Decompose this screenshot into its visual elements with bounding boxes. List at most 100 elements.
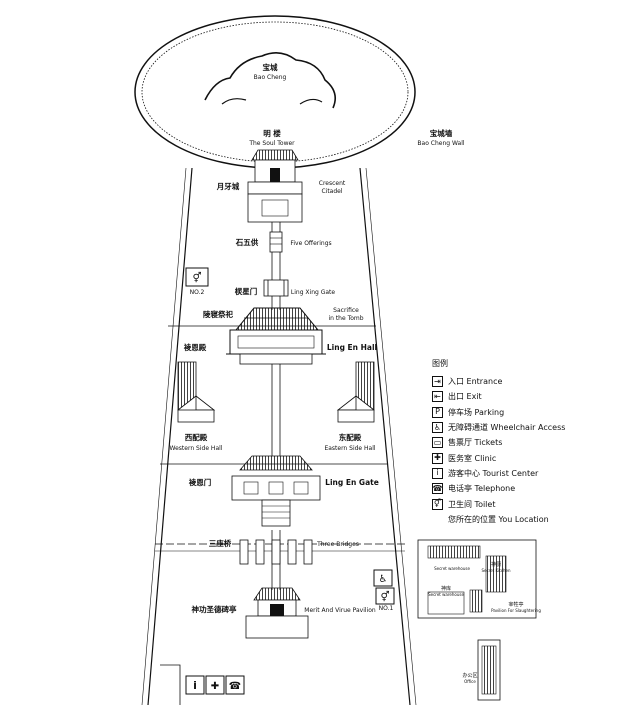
office-label-en: Office bbox=[464, 679, 476, 684]
legend-item-label: 游客中心 Tourist Center bbox=[448, 468, 539, 478]
eastern-side-hall bbox=[336, 361, 375, 423]
auxiliary-compound bbox=[417, 539, 537, 701]
clinic-icon: ✚ bbox=[432, 452, 443, 464]
crescent-label-en-1: Crescent bbox=[319, 180, 346, 187]
legend-item-label: 售票厅 Tickets bbox=[448, 438, 503, 448]
legend-item-label: 您所在的位置 You Location bbox=[448, 514, 549, 524]
bao-cheng-label-en: Bao Cheng bbox=[254, 74, 287, 81]
ling-en-gate bbox=[231, 455, 321, 527]
west-hall-label-cn: 西配殿 bbox=[185, 432, 208, 442]
tickets-icon: ▭ bbox=[432, 437, 443, 449]
sacrifice-label-cn: 陵寝祭祀 bbox=[203, 309, 233, 319]
toilet-icon: ⚥ bbox=[432, 498, 443, 510]
ling-xing-gate-label-en: Ling Xing Gate bbox=[291, 289, 336, 296]
map-labels: 宝城 Bao Cheng 宝城墙 Bao Cheng Wall 明 楼 The … bbox=[170, 62, 542, 684]
telephone-icon-map bbox=[225, 675, 245, 695]
warehouse-2-label-en: Secret warehouse bbox=[428, 592, 464, 597]
slaughter-label-en: Pavilion For Slaughtering bbox=[491, 608, 541, 613]
central-axis bbox=[271, 200, 281, 590]
bao-cheng-wall-label-cn: 宝城墙 bbox=[430, 128, 453, 138]
toilet-no1-label: NO.1 bbox=[379, 605, 394, 612]
soul-tower bbox=[247, 149, 303, 195]
warehouse-2-label-cn: 神库 bbox=[441, 585, 451, 592]
legend-item: ⇤ 出口 Exit bbox=[432, 389, 612, 404]
legend-item-label: 卫生间 Toilet bbox=[448, 499, 496, 509]
svg-text:i: i bbox=[193, 679, 197, 692]
exit-icon: ⇤ bbox=[432, 391, 443, 403]
ling-en-hall-label-cn: 祾恩殿 bbox=[184, 342, 207, 352]
legend-item: ✚ 医务室 Clinic bbox=[432, 450, 612, 465]
three-bridges bbox=[239, 539, 313, 565]
east-hall-label-en: Eastern Side Hall bbox=[324, 445, 375, 452]
sacrifice-label-en-2: in the Tomb bbox=[328, 315, 363, 322]
three-bridges-label-cn: 三座桥 bbox=[209, 538, 232, 548]
entrance-icon: ⇥ bbox=[432, 376, 443, 388]
wheelchair-icon-map: ♿ bbox=[373, 569, 393, 587]
clinic-icon-map bbox=[205, 675, 225, 695]
legend-item: ▭ 售票厅 Tickets bbox=[432, 435, 612, 450]
merit-label-cn: 神功圣德碑亭 bbox=[192, 604, 237, 614]
secret-kitchen-label-cn: 神厨 bbox=[491, 561, 501, 568]
five-offerings-label-cn: 石五供 bbox=[235, 237, 259, 247]
info-icon: i bbox=[432, 467, 443, 479]
bao-cheng-mound bbox=[134, 15, 416, 169]
ling-en-hall-label-en: Ling En Hall bbox=[327, 343, 377, 352]
legend-item: ☎ 电话亭 Telephone bbox=[432, 481, 612, 496]
legend-spacer bbox=[432, 514, 443, 525]
bao-cheng-label-cn: 宝城 bbox=[263, 62, 278, 72]
svg-text:☎: ☎ bbox=[229, 681, 241, 692]
svg-text:✚: ✚ bbox=[211, 681, 219, 692]
ling-en-gate-label-en: Ling En Gate bbox=[325, 478, 379, 487]
sacrifice-label-en-1: Sacrifice bbox=[333, 307, 359, 314]
svg-text:⚥: ⚥ bbox=[380, 591, 389, 603]
legend-item-label: 停车场 Parking bbox=[448, 407, 505, 417]
parking-icon: P bbox=[432, 406, 443, 418]
legend-item-label: 出口 Exit bbox=[448, 392, 482, 402]
western-side-hall bbox=[177, 361, 216, 423]
legend-item-label: 电话亭 Telephone bbox=[448, 484, 516, 494]
ling-en-hall bbox=[226, 307, 326, 365]
telephone-icon: ☎ bbox=[432, 483, 443, 495]
legend-item-label: 无障碍通道 Wheelchair Access bbox=[448, 423, 566, 433]
west-hall-label-en: Western Side Hall bbox=[170, 445, 223, 452]
ling-xing-gate bbox=[263, 279, 289, 297]
legend-item: P 停车场 Parking bbox=[432, 405, 612, 420]
toilet-icon-no2: ⚥ bbox=[185, 267, 209, 287]
legend-item: ♿ 无障碍通道 Wheelchair Access bbox=[432, 420, 612, 435]
legend-item: 您所在的位置 You Location bbox=[432, 512, 612, 527]
bao-cheng-wall-label-en: Bao Cheng Wall bbox=[417, 140, 464, 147]
legend-item-label: 入口 Entrance bbox=[448, 377, 503, 387]
secret-warehouse-1-label: Secret warehouse bbox=[434, 566, 470, 571]
legend-item: ⚥ 卫生间 Toilet bbox=[432, 496, 612, 511]
soul-tower-label-cn: 明 楼 bbox=[263, 128, 281, 138]
wheelchair-icon: ♿ bbox=[432, 422, 443, 434]
toilet-icon-no1: ⚥ bbox=[375, 587, 395, 605]
secret-kitchen-label-en: Secret Kitchen bbox=[481, 568, 511, 573]
ling-xing-gate-label-cn: 棂星门 bbox=[235, 286, 258, 296]
ling-en-gate-label-cn: 祾恩门 bbox=[189, 477, 212, 487]
crescent-citadel bbox=[247, 193, 303, 223]
legend-item: i 游客中心 Tourist Center bbox=[432, 466, 612, 481]
slaughter-label-cn: 宰牲亭 bbox=[508, 601, 523, 608]
legend-item-label: 医务室 Clinic bbox=[448, 453, 497, 463]
legend-item: ⇥ 入口 Entrance bbox=[432, 374, 612, 389]
toilet-no2-label: NO.2 bbox=[190, 289, 205, 296]
svg-text:♿: ♿ bbox=[379, 574, 388, 585]
merit-virtue-pavilion bbox=[245, 587, 309, 639]
legend-title: 图例 bbox=[432, 359, 448, 368]
five-offerings-label-en: Five Offerings bbox=[290, 240, 331, 247]
crescent-label-cn: 月牙城 bbox=[216, 181, 240, 191]
soul-tower-label-en: The Soul Tower bbox=[248, 140, 295, 147]
three-bridges-label-en: Three Bridges bbox=[316, 541, 359, 548]
east-hall-label-cn: 东配殿 bbox=[339, 432, 362, 442]
service-icons: i ✚ ☎ bbox=[160, 664, 245, 705]
svg-text:⚥: ⚥ bbox=[192, 272, 201, 284]
merit-label-en: Merit And Virue Pavilion bbox=[304, 607, 376, 614]
crescent-label-en-2: Citadel bbox=[321, 188, 342, 195]
office-label-cn: 办公区 bbox=[462, 672, 477, 679]
five-offerings bbox=[269, 231, 283, 253]
info-icon-map bbox=[185, 675, 205, 695]
